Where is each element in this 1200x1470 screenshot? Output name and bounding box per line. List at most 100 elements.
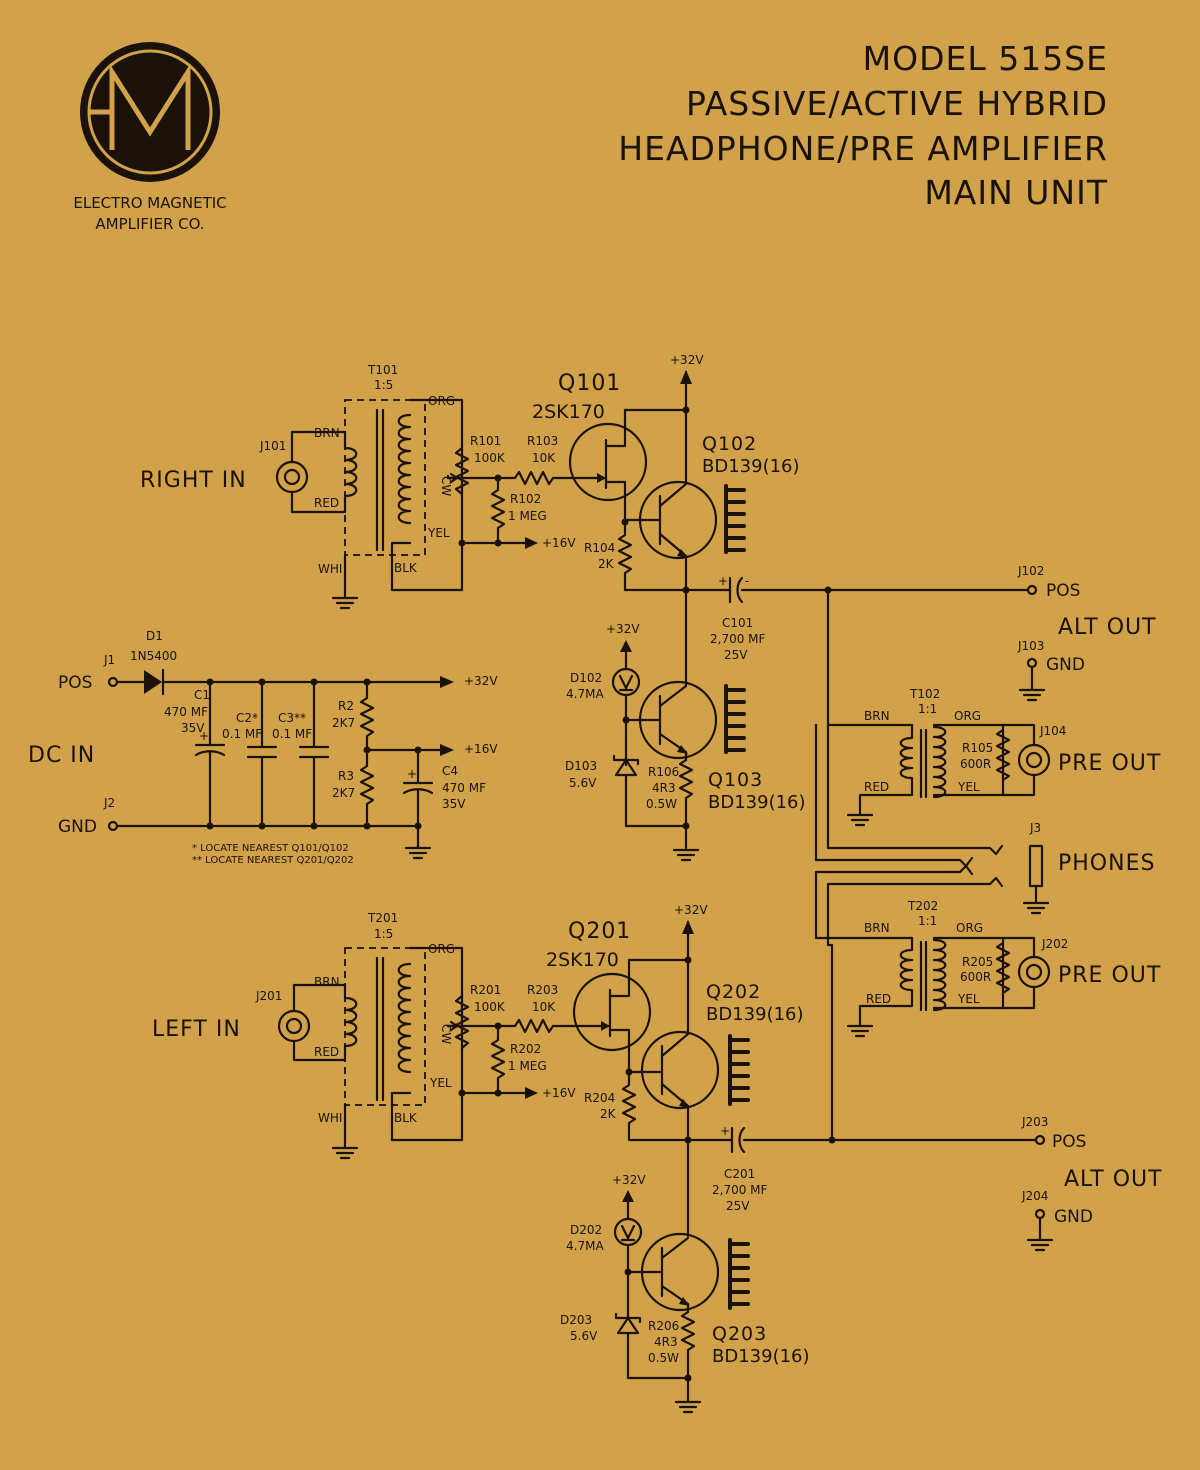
pot-cw-label: CW [439,476,453,496]
gate-resistor-value: 10K [532,1000,556,1014]
rail-32v-label: +32V [606,622,640,636]
logo-line-2: AMPLIFIER CO. [95,215,204,233]
bjt-icon [627,958,720,1142]
pot-value: 100K [474,1000,506,1014]
bjt-icon [623,408,718,592]
transformer-ratio: 1:5 [374,927,393,941]
dc-in-label: DC IN [28,743,95,768]
pre-resistor-value: 600R [960,757,991,771]
r2-value: 2K7 [332,716,355,730]
ground-icon [331,1138,359,1160]
alt-out-gnd-label: GND [1046,655,1085,675]
pre-out-label: PRE OUT [1058,751,1161,776]
pre-transformer-ratio: 1:1 [918,702,937,716]
ccs-diode-ref: D102 [570,671,602,685]
svg-text:+: + [718,574,728,588]
heatsink-icon [724,484,746,554]
emitter-resistor-ref: R106 [648,765,679,779]
source-resistor-value: 2K [600,1107,617,1121]
wire-label-org: ORG [428,942,455,956]
zener-value: 5.6V [570,1329,598,1343]
c1-ref: C1 [194,688,210,702]
wire-label-brn: BRN [864,709,890,723]
output-cap-value: 2,700 MF [710,632,766,646]
pot-ref: R201 [470,983,501,997]
rail-32v-label: +32V [464,674,498,688]
emitter-resistor-power: 0.5W [648,1351,679,1365]
ground-icon [846,1024,874,1038]
rail-16v-label: +16V [542,536,576,550]
rail-32v-label: +32V [612,1173,646,1187]
wire-label-brn: BRN [314,975,340,989]
c2-ref: C2* [236,711,258,725]
dc-pos-jack: J1 [103,653,115,667]
phones-jack: J3 PHONES [814,723,1154,940]
alt-out-pos-label: POS [1046,581,1080,601]
r3-ref: R3 [338,769,354,783]
output-transistor-part: BD139(16) [706,1004,804,1025]
rail-16v-label: +16V [464,742,498,756]
ground-icon [1026,1216,1054,1252]
svg-text:+: + [407,767,417,781]
ground-icon [672,848,700,862]
ccs-diode-value: 4.7MA [566,687,604,701]
c4-value: 470 MF [442,781,486,795]
dc-gnd-jack: J2 [103,796,115,810]
wire-label-brn: BRN [864,921,890,935]
dc-pos-terminal [107,676,119,688]
zener-ref: D203 [560,1313,592,1327]
ground-icon [846,813,874,827]
d1-value: 1N5400 [130,649,177,663]
emitter-resistor-ref: R206 [648,1319,679,1333]
title-line-3: HEADPHONE/PRE AMPLIFIER [618,129,1108,168]
pre-out-jack-ref: J104 [1039,724,1066,738]
bjt-icon [640,1232,720,1314]
ccs-diode-icon [613,1217,643,1247]
ground-icon [331,588,359,610]
wire-label-yel: YEL [957,992,980,1006]
input-jack-ref: J201 [255,989,282,1003]
jfet-icon [572,958,652,1074]
svg-text:+: + [199,729,209,743]
alt-out-pos-jack: J102 [1017,564,1044,578]
transformer-ratio: 1:5 [374,378,393,392]
gate-resistor-value: 10K [532,451,556,465]
pre-transformer-ratio: 1:1 [918,914,937,928]
channel-right: RIGHT IN J101 BRN RED T101 1:5 ORG YEL W… [140,353,1161,862]
wire-label-org: ORG [956,921,983,935]
emitter-resistor-value: 4R3 [654,1335,678,1349]
ccs-diode-value: 4.7MA [566,1239,604,1253]
title-line-4: MAIN UNIT [924,173,1108,212]
output-cap-voltage: 25V [724,648,748,662]
dc-gnd-terminal [107,820,119,832]
c2-value: 0.1 MF [222,727,262,741]
emitter-resistor-power: 0.5W [646,797,677,811]
heatsink-icon [728,1238,750,1310]
input-jack-icon [277,1009,311,1043]
ccs-transistor-ref: Q203 [712,1323,767,1345]
output-cap-voltage: 25V [726,1199,750,1213]
rail-32v-label: +32V [674,903,708,917]
bias-resistor-value: 1 MEG [508,1059,547,1073]
input-label: RIGHT IN [140,468,247,493]
pot-value: 100K [474,451,506,465]
emitter-resistor-value: 4R3 [652,781,676,795]
input-label: LEFT IN [152,1017,241,1042]
output-cap-value: 2,700 MF [712,1183,768,1197]
alt-out-gnd-jack: J103 [1017,639,1044,653]
wire-label-org: ORG [954,709,981,723]
zener-icon [614,1312,642,1335]
c1-voltage: 35V [181,721,205,735]
phones-jack-ref: J3 [1029,821,1041,835]
ccs-diode-icon [611,667,641,697]
heatsink-icon [728,1034,750,1106]
channel-left: LEFT IN J201 BRN RED T201 1:5 ORG YEL WH… [152,899,1162,1414]
wire-label-yel: YEL [957,780,980,794]
svg-text:+: + [720,1124,730,1138]
source-resistor-ref: R104 [584,541,615,555]
ccs-transistor-part: BD139(16) [708,792,806,813]
wire-label-org: ORG [428,394,455,408]
pre-out-jack-ref: J202 [1041,937,1068,951]
c3-ref: C3** [278,711,306,725]
bias-resistor-ref: R202 [510,1042,541,1056]
